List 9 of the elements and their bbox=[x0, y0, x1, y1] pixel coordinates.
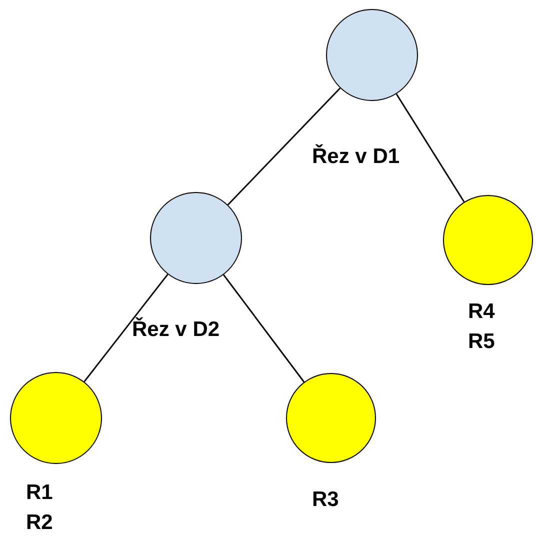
connector-line bbox=[223, 274, 305, 382]
split-label: Řez v D1 bbox=[312, 145, 400, 169]
split-label: Řez v D2 bbox=[132, 318, 220, 342]
node-caption: R3 bbox=[312, 487, 340, 513]
connector-line bbox=[396, 94, 465, 202]
connector-line bbox=[227, 88, 341, 206]
connector-line bbox=[84, 274, 168, 382]
node-caption: R4 R5 bbox=[468, 299, 496, 355]
node-caption: R1 R2 bbox=[26, 480, 54, 536]
